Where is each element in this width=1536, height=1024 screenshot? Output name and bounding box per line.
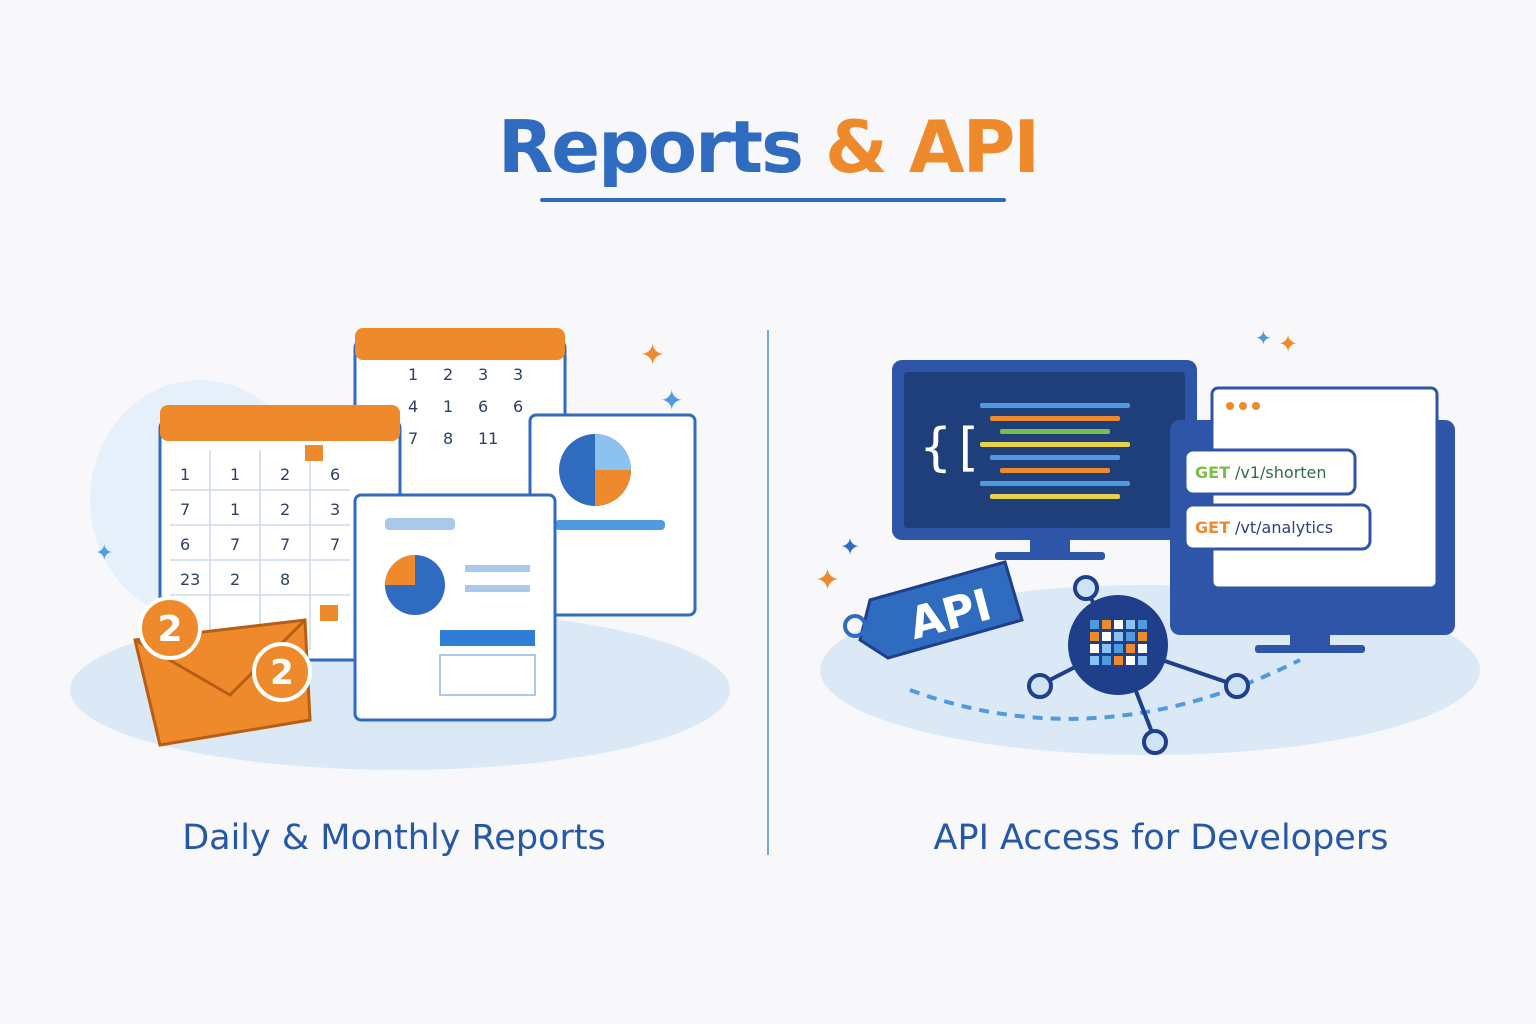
sparkle-icon: ✦ bbox=[640, 338, 665, 373]
calendar-day: 2 bbox=[230, 570, 240, 589]
calendar-day: 6 bbox=[513, 397, 523, 416]
hub-pixel bbox=[1090, 620, 1099, 629]
report-document-icon bbox=[353, 493, 557, 722]
calendar-day: 6 bbox=[478, 397, 488, 416]
calendar-day: 1 bbox=[230, 465, 240, 484]
endpoint-monitor-icon: GET /v1/shorten GET /vt/analytics bbox=[1170, 386, 1455, 653]
svg-text:2: 2 bbox=[270, 653, 294, 693]
hub-pixel bbox=[1114, 644, 1123, 653]
code-line bbox=[980, 481, 1130, 486]
svg-text:/v1/shorten: /v1/shorten bbox=[1235, 463, 1327, 482]
code-line bbox=[1000, 468, 1110, 473]
svg-text:2: 2 bbox=[157, 609, 182, 650]
notification-badge bbox=[138, 596, 202, 660]
svg-text:✦: ✦ bbox=[840, 533, 860, 561]
api-illustration: {[ GET /v1/shorten GET /vt/analytics API bbox=[815, 326, 1480, 755]
hub-pixel bbox=[1126, 644, 1135, 653]
svg-text:/vt/analytics: /vt/analytics bbox=[1235, 518, 1333, 537]
svg-text:✦: ✦ bbox=[815, 563, 840, 598]
calendar-day: 1 bbox=[180, 465, 190, 484]
calendar-day: 3 bbox=[330, 500, 340, 519]
code-line bbox=[980, 442, 1130, 447]
api-caption: API Access for Developers bbox=[933, 818, 1389, 858]
calendar-day: 2 bbox=[443, 365, 453, 384]
code-line bbox=[990, 416, 1120, 421]
pie-chart-document-icon bbox=[528, 413, 697, 617]
hub-pixel bbox=[1090, 632, 1099, 641]
code-line bbox=[990, 494, 1120, 499]
hub-pixel bbox=[1126, 632, 1135, 641]
calendar-day: 3 bbox=[478, 365, 488, 384]
page-title: Reports & API bbox=[497, 105, 1040, 189]
hub-pixel bbox=[1090, 656, 1099, 665]
calendar-day: 6 bbox=[330, 465, 340, 484]
hub-pixel bbox=[1138, 620, 1147, 629]
calendar-day: 8 bbox=[280, 570, 290, 589]
hub-pixel bbox=[1102, 656, 1111, 665]
svg-text:✦: ✦ bbox=[660, 384, 683, 417]
envelope-icon: 2 2 bbox=[133, 596, 312, 747]
calendar-day: 3 bbox=[513, 365, 523, 384]
calendar-day: 1 bbox=[408, 365, 418, 384]
code-monitor-icon: {[ bbox=[892, 360, 1197, 560]
calendar-day: 2 bbox=[280, 500, 290, 519]
svg-text:✦: ✦ bbox=[1278, 330, 1298, 358]
calendar-day: 7 bbox=[230, 535, 240, 554]
hub-pixel bbox=[1138, 656, 1147, 665]
svg-text:GET: GET bbox=[1195, 518, 1230, 537]
hub-pixel bbox=[1090, 644, 1099, 653]
svg-text:✦: ✦ bbox=[1255, 326, 1272, 350]
calendar-day: 11 bbox=[478, 429, 498, 448]
hub-pixel bbox=[1114, 632, 1123, 641]
hub-pixel bbox=[1126, 620, 1135, 629]
reports-caption: Daily & Monthly Reports bbox=[182, 818, 606, 858]
calendar-day: 1 bbox=[230, 500, 240, 519]
title-underline bbox=[540, 198, 1006, 202]
hub-pixel bbox=[1138, 644, 1147, 653]
hub-pixel bbox=[1114, 656, 1123, 665]
divider bbox=[767, 330, 769, 855]
hub-pixel bbox=[1126, 656, 1135, 665]
calendar-day: 7 bbox=[330, 535, 340, 554]
calendar-day: 8 bbox=[443, 429, 453, 448]
calendar-day: 4 bbox=[408, 397, 418, 416]
hub-pixel bbox=[1102, 632, 1111, 641]
code-line bbox=[1000, 429, 1110, 434]
svg-text:{[: {[ bbox=[920, 418, 983, 478]
code-line bbox=[980, 403, 1130, 408]
code-line bbox=[990, 455, 1120, 460]
calendar-day: 2 bbox=[280, 465, 290, 484]
hub-pixel bbox=[1102, 644, 1111, 653]
calendar-day: 7 bbox=[180, 500, 190, 519]
hub-pixel bbox=[1102, 620, 1111, 629]
hub-pixel bbox=[1138, 632, 1147, 641]
svg-text:✦: ✦ bbox=[95, 541, 113, 566]
calendar-day: 23 bbox=[180, 570, 200, 589]
calendar-day: 7 bbox=[280, 535, 290, 554]
endpoint-card: GET /v1/shorten bbox=[1183, 448, 1357, 496]
calendar-day: 1 bbox=[443, 397, 453, 416]
svg-text:GET: GET bbox=[1195, 463, 1230, 482]
endpoint-card: GET /vt/analytics bbox=[1183, 503, 1372, 551]
calendar-day: 7 bbox=[408, 429, 418, 448]
hub-pixel bbox=[1114, 620, 1123, 629]
calendar-day: 6 bbox=[180, 535, 190, 554]
